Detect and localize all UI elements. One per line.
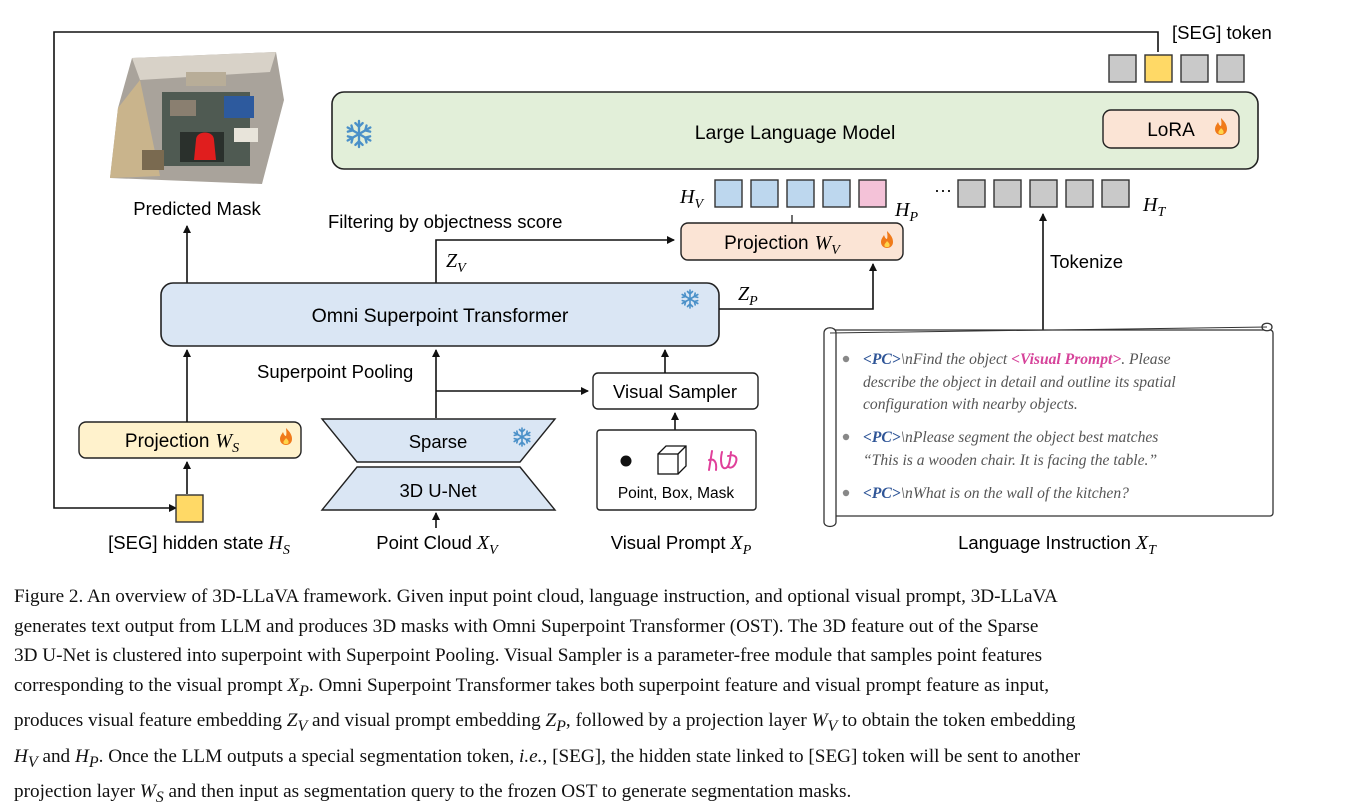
- ost-box: [160, 282, 720, 347]
- point-prompt-icon: [620, 455, 632, 467]
- instruction-1-line-2: describe the object in detail and outlin…: [863, 374, 1176, 391]
- zp-arrow: [719, 263, 877, 310]
- projection-s-box: [78, 421, 302, 459]
- box-prompt-icon: [657, 445, 687, 475]
- hv-label: HV: [679, 186, 704, 212]
- unet-decoder: [320, 466, 557, 511]
- llm-box: [331, 91, 1259, 170]
- framework-diagram: [SEG] token Large Language Model LoRA HV…: [53, 22, 1274, 558]
- sparse-encoder: [320, 418, 557, 463]
- caption-line: HV and HP. Once the LLM outputs a specia…: [14, 745, 1081, 771]
- filtering-label: Filtering by objectness score: [328, 211, 562, 232]
- visual-tokens: [714, 179, 887, 208]
- llm-label: Large Language Model: [695, 122, 896, 144]
- sparse-label: Sparse: [409, 431, 468, 452]
- visual-sampler-label: Visual Sampler: [613, 381, 737, 402]
- unet-label: 3D U-Net: [399, 480, 476, 501]
- caption-line: generates text output from LLM and produ…: [14, 615, 1039, 637]
- instruction-bullet: [842, 355, 850, 363]
- prompt-types-box: [596, 429, 757, 511]
- instruction-2-line-1: <PC>\nPlease segment the object best mat…: [863, 429, 1158, 446]
- zv-label: ZV: [446, 250, 467, 276]
- instruction-3-line-1: <PC>\nWhat is on the wall of the kitchen…: [863, 485, 1129, 502]
- zp-label: ZP: [738, 283, 758, 309]
- caption-line: Figure 2. An overview of 3D-LLaVA framew…: [14, 586, 1058, 607]
- caption-line: 3D U-Net is clustered into superpoint wi…: [14, 645, 1043, 667]
- prompt-types-label: Point, Box, Mask: [618, 485, 735, 502]
- lora-box: [1102, 109, 1240, 149]
- instruction-2-line-2: “This is a wooden chair. It is facing th…: [863, 452, 1157, 469]
- predicted-mask-label: Predicted Mask: [133, 198, 261, 219]
- instruction-scroll: [823, 322, 1274, 528]
- caption-line: produces visual feature embedding ZV and…: [14, 710, 1076, 736]
- token-ellipsis: ···: [934, 180, 952, 200]
- visual-sampler-box: [592, 372, 759, 410]
- predicted-mask-image: [110, 52, 284, 184]
- output-tokens: [1108, 54, 1245, 83]
- instruction-bullet: [842, 489, 850, 497]
- superpoint-pooling-label: Superpoint Pooling: [257, 361, 413, 382]
- seg-hidden-token: [175, 494, 204, 523]
- zv-arrow: [435, 236, 675, 283]
- lora-label: LoRA: [1147, 120, 1195, 141]
- mask-prompt-icon: [708, 450, 738, 471]
- caption-line: projection layer WS and then input as se…: [14, 781, 852, 806]
- hp-label: HP: [894, 199, 918, 225]
- caption-line: corresponding to the visual prompt XP. O…: [14, 674, 1050, 700]
- instruction-bullet: [842, 433, 850, 441]
- seg-feedback-line: [53, 31, 1159, 512]
- ht-label: HT: [1142, 194, 1166, 220]
- tokenize-label: Tokenize: [1050, 251, 1123, 272]
- instruction-list: <PC>\nFind the object <Visual Prompt>. P…: [842, 351, 1176, 502]
- text-tokens: [957, 179, 1130, 208]
- instruction-1-line-1: <PC>\nFind the object <Visual Prompt>. P…: [863, 351, 1171, 368]
- instruction-1-line-3: configuration with nearby objects.: [863, 396, 1078, 413]
- seg-token-label: [SEG] token: [1172, 22, 1272, 43]
- figure-caption: Figure 2. An overview of 3D-LLaVA framew…: [14, 582, 1336, 812]
- ost-label: Omni Superpoint Transformer: [312, 305, 569, 327]
